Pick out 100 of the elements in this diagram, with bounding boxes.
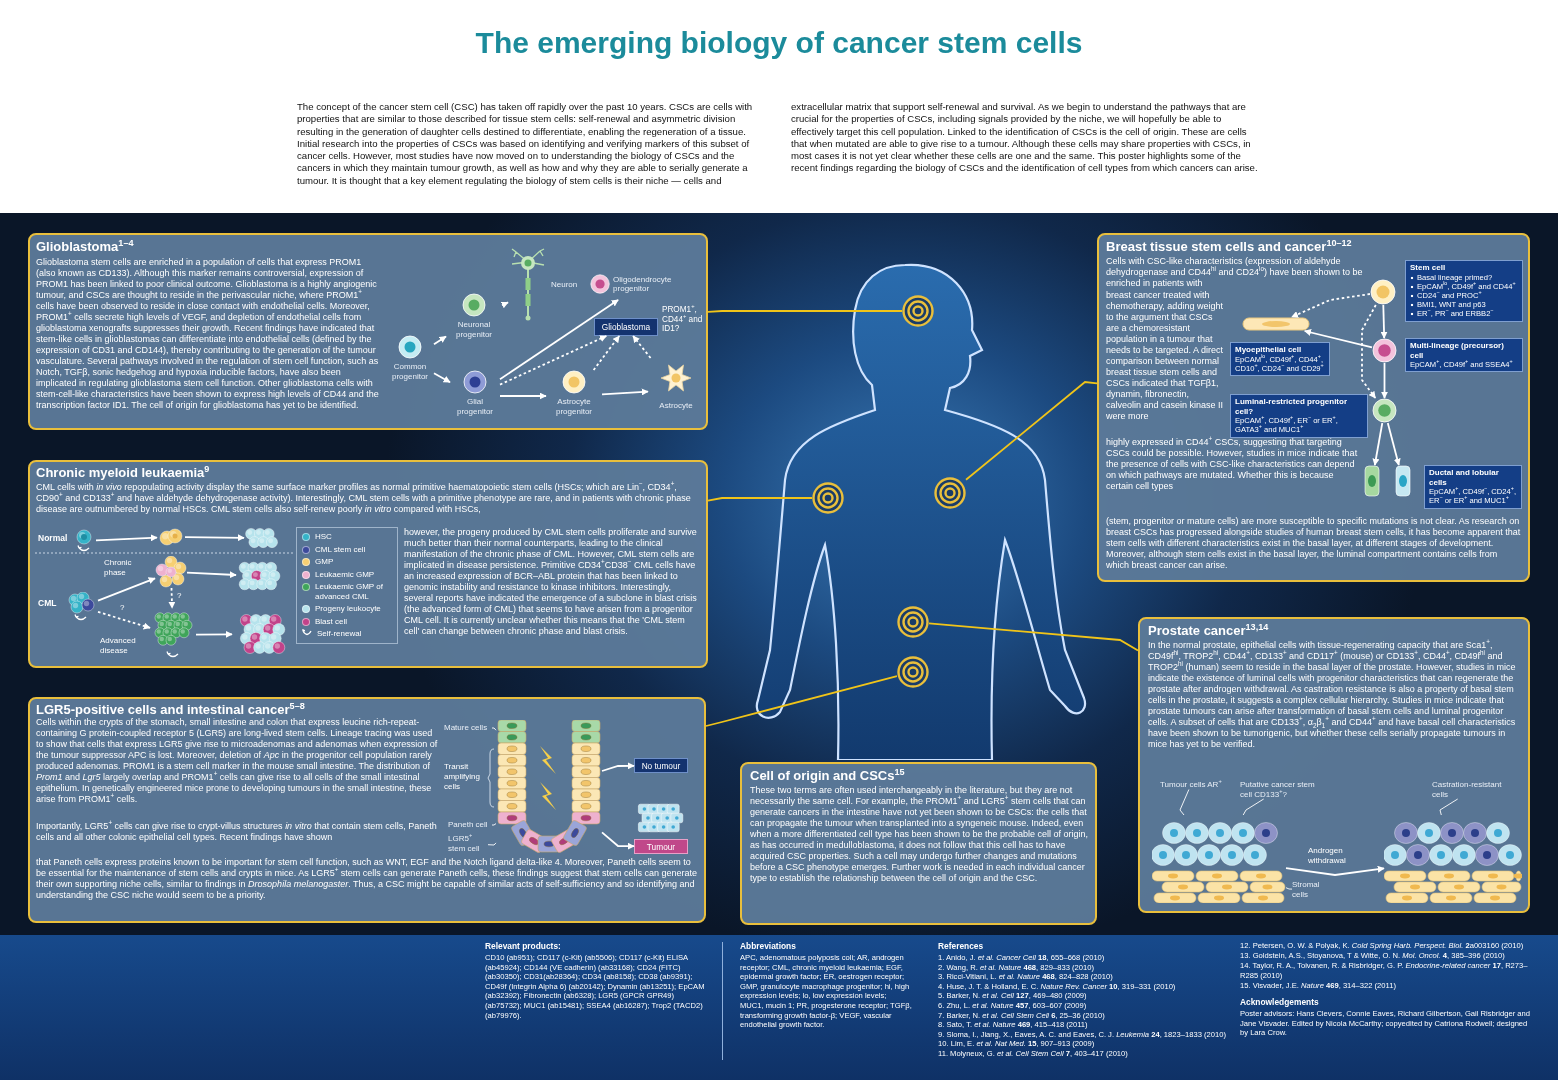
marker-box-title: Myoepithelial cell <box>1235 345 1303 355</box>
arrow <box>1381 362 1388 399</box>
marker-box <box>1405 338 1523 373</box>
marker-box <box>1230 342 1330 376</box>
callout-label: Stromal cells <box>1292 880 1332 899</box>
crypt-drawing <box>496 720 602 855</box>
panel-text: highly expressed in CD44$^{+}$ CSCs, suggesting that targeting CSCs could be possible. However, studies in mice indicate that the presence of cells with CSC-like characteristics can depend on which pathways are mutated. Whether this is because certain cell types <box>1106 437 1358 492</box>
row-label: CML <box>38 598 57 608</box>
panel-text: Glioblastoma stem cells are enriched in a population of cells that express PROM1 (also known as CD133). Although this marker remains controversial, expression of PROM1 has been linked to poor clinical outcome. Glioblastoma is a highly angiogenic tumour, and CSCs are thought to reside in the perivascular niche, where PROM1$^{+}$ cells have been observed to reside in close contact with endothelial cells. Moreover, PROM1$^{+}$ cells secrete high levels of VEGF, and depletion of endothelial cells from glioblastoma xenografts suppresses their growth. Recent findings have indicated that stem-like cells in glioblastomas can differentiate into endothelial cells (defined by the expression of CD31 and CD144), thereby contributing to the generation of the tumour vasculature. Several pathways involved in the regulation of stem cell function, such as Notch, TGFβ, sonic hedgehog and hypoxia inducible factors, have also been implicated in regulating glioblastoma stem cell function. Other glioblastoma cells with stem-cell-like characteristics have been shown to express high levels of CD44 and the transcription factor ID1. The cell of origin for glioblastoma has yet to be identified. <box>36 257 380 411</box>
info-panel <box>1138 617 1530 913</box>
arrow <box>433 335 447 346</box>
leader-line <box>1285 887 1293 890</box>
dashed-arrow <box>1361 304 1377 399</box>
figure-label: Transit amplifying cells <box>444 762 481 792</box>
figure-label: Advanced disease <box>100 636 137 656</box>
dashed-arrow <box>632 335 652 359</box>
progenitor-cells-drawing <box>155 556 187 588</box>
marker-box <box>1405 260 1523 322</box>
cell-label: Astrocyte <box>659 401 693 411</box>
arrow <box>1386 422 1401 466</box>
callout-label: Mature cells <box>444 723 492 733</box>
callout-label: Putative cancer stem cell CD133$^{+}$? <box>1240 780 1318 799</box>
legend-label: Leukaemic GMP <box>315 569 375 579</box>
progenitor-cells-drawing <box>157 527 185 547</box>
cell-label: Neuron <box>551 280 578 290</box>
dashed-arrow <box>592 335 621 371</box>
connector-line <box>707 310 903 313</box>
edge-label: ? <box>120 603 126 613</box>
panel-heading: Cell of origin and CSCs$^{15}$ <box>750 768 905 783</box>
progenitor-cell-drawing <box>1372 398 1397 423</box>
marker-box-title: Multi-lineage (precursor) cell <box>1410 341 1505 360</box>
leader-line <box>1179 789 1190 816</box>
arrow <box>1285 865 1385 876</box>
panel-text: breast cancer treated with chemotherapy, adding weight to the argument that CSCs are a chemoresistant population in a tumour that needs to be targeted. A direct comparison between normal breast tissue stem cells and CSCs indicated that TGFβ1, dynamin, fibronectin, calveolin and casein kinase II were more <box>1106 290 1225 422</box>
arrow <box>195 630 233 638</box>
leader-line <box>491 823 497 826</box>
panel-text: that Paneth cells express proteins known to be important for stem cell function, such as WNT, EGF and the Notch ligand delta-like 4. Moreover, Paneth cells seem to be essential for the maintenance of stem cells and crypts in mice. As LGR5$^{+}$ stem cells can generate Paneth cells, these findings suggest that stem cells can generate their own supporting niche cells, similar to findings in Drosophila melanogaster. Thus, a CSC might be capable of similar acts of self-sufficiency and so identifying and understanding the CSC niche would seem to be a priority. <box>36 857 698 901</box>
result-tag: No tumour <box>634 758 688 773</box>
arrow <box>601 762 635 772</box>
footer-heading: Acknowledgements <box>1240 997 1319 1007</box>
edge-label: Androgen withdrawal <box>1308 846 1347 865</box>
connector-line <box>928 622 1139 652</box>
arrow <box>1372 422 1384 466</box>
panel-text: These two terms are often used interchangeably in the literature, but they are not necessarily the same cell. For example, the PROM1$^{+}$ and LGR5$^{+}$ stem cells that can generate cancers in the intestine have not yet been shown to be CSCs: the cells that can propagate the tumour when transplanted into a syngeneic mouse. Indeed, even when a more differentiated cell type has been shown to be the probable cell of origin, as has occurred in medulloblastoma, it does not follow that this cell has to have acquired CSC properties. Such a cell may undergo further changes and mutations before a CSC phenotype emerges. Further work is needed in each individual cancer type to establish the relationship between the cell of origin and the CSC. <box>750 785 1090 884</box>
cell-label: Oligodendrocyte progenitor <box>613 274 673 294</box>
info-panel <box>28 460 708 668</box>
panel-heading: LGR5-positive cells and intestinal cancer$^{5–8}$ <box>36 702 305 717</box>
footer-heading: Relevant products: <box>485 941 561 951</box>
legend-label: HSC <box>315 532 332 542</box>
panel-text: CML cells with in vivo repopulating activity display the same surface marker profiles as normal primitive haematopoietic stem cells (HSCs; which are Lin$^{−}$, CD34$^{+}$, CD90$^{+}$ and CD133$^{+}$ and have aldehyde dehydrogenase activity). Interestingly, CML stem cells with a primitive phenotype are rare, and in patients with chronic phase disease are outnumbered by normal HSCs. CML stem cells also self-renew poorly in vitro compared with HSCs, <box>36 482 692 515</box>
marker-box <box>1230 394 1368 438</box>
legend-label: Progeny leukocyte <box>315 604 381 614</box>
arrow <box>95 534 158 542</box>
legend-label: CML stem cell <box>315 544 366 554</box>
legend-label: Self-renewal <box>317 629 362 639</box>
dashed-arrow <box>499 335 608 386</box>
leader-line <box>487 842 497 846</box>
leader-line <box>491 727 497 731</box>
arrow <box>186 571 237 579</box>
panel-text: (stem, progenitor or mature cells) are more susceptible to specific mutations is not clear. As research on breast CSCs has progressed alongside studies of human breast stem cells, it has become apparent that stem cells with different characteristics exist in the basal layer, at different stages of development. Moreover, although stem cells exist in the basal layer, the luminal compartment contains cells from which breast cancer can arise. <box>1106 516 1522 571</box>
marker-box <box>1424 465 1522 509</box>
row-label: Normal <box>38 533 68 543</box>
edge-label: ? <box>177 591 183 601</box>
footer-heading: References <box>938 941 984 951</box>
legend-label: GMP <box>315 557 334 567</box>
arrow <box>1303 329 1373 349</box>
arrow <box>499 299 619 381</box>
info-panel <box>1097 233 1530 582</box>
stem-cell-drawing <box>1370 279 1396 305</box>
callout-label: Castration-resistant cells <box>1432 780 1514 799</box>
info-panel <box>28 697 706 923</box>
leader-line <box>1439 798 1459 816</box>
result-tag: Glioblastoma <box>594 318 658 336</box>
connector-line <box>707 497 813 502</box>
lobular-cell-drawing <box>1395 465 1411 497</box>
marker-note: PROM1$^{+}$, CD44$^{+}$ and ID1? <box>662 305 704 334</box>
arrow <box>499 392 547 400</box>
cell-label: Neuronal progenitor <box>455 320 493 339</box>
arrow <box>500 301 509 309</box>
dashed-arrow <box>168 587 176 609</box>
arrow <box>601 831 635 850</box>
panel-text: In the normal prostate, epithelial cells with tissue-regenerating capacity that are Sca1$^{+}$, CD49f$^{hi}$, TROP2$^{hi}$, CD44$^{+}$, CD133$^{+}$ and CD117$^{+}$ (mouse) or CD133$^{+}$, CD44$^{+}$, CD49f$^{hi}$ and TROP2$^{hi}$ (human) seem to reside in the basal layer of the prostate. However, studies in mice indicate the existence of luminal cells with progenitor characteristics that can regenerate the prostate after androgen withdrawal. As castration resistance is also a property of basal stem cells in the prostate, it suggests a complex cellular hierarchy. Studies in mice indicate that prostate tumours can arise after transformation of basal stem cells and luminal progenitor cells. A subset of cells that are CD133$^{+}$, α$_{2}$β$_{1}$$^{+}$ and CD44$^{+}$ and have basal cell characteristics have been shown to be tumorigenic, but whether these cells serially propagate tumours in mice has yet to be verified. <box>1148 640 1517 750</box>
result-tag: Tumour <box>634 839 688 854</box>
legend-label: Leukaemic GMP of advanced CML <box>315 582 384 601</box>
panel-text: however, the progeny produced by CML stem cells proliferate and survive much better than their normal counterparts, leading to the clinical manifestation of the chronic phase of CML. However, CML stem cells are implicated in disease persistence. Primitive CD34$^{+}$CD38$^{−}$ CML cells have an increased expression of BCR–ABL protein that has been linked to genomic instability and resistance to kinase inhibitors. Interestingly, several reports have indicated the emergence of a subclone in blast crisis (the advanced form of CML) that seems to have arisen from a progenitor CML cell. It is currently unclear whether this means that the 'CML stem cell' can change between chronic phase and blast crisis. <box>404 527 698 637</box>
ductal-cell-drawing <box>1364 465 1380 497</box>
cell-label: Glial progenitor <box>456 397 494 416</box>
arrow <box>97 577 156 602</box>
callout-label: LGR5$^{+}$ stem cell <box>448 834 488 853</box>
marker-box-title: Ductal and lobular cells <box>1429 468 1500 487</box>
info-panel <box>740 762 1097 925</box>
dashed-arrow <box>1290 293 1371 318</box>
intro-text: The concept of the cancer stem cell (CSC) has taken off rapidly over the past 10 years. CSCs are cells with properties that are similar to those described for tissue stem cells: self-renewal and asymmetric division resulting in the generation of daughter cells destined to differentiate, enabling the regeneration of a tissue. Initial research into the properties of CSCs was based on identifying and verifying markers of this subset of cancer cells. However, most studies have now moved on to understanding the biology of CSCs and the cancers in which they maintain tumour growth, as well as how and why they are able to serially generate a tumour. It is thought that a key element regulating the biology of stem cells is their niche — cells and extracellular matrix that support self-renewal and survival. As we begin to understand the pathways that are crucial for the properties of CSCs, including signals provided by the niche, we will hopefully be able to effectively target this cell population. Linked to the identification of CSCs is the cell of origin. These are cells that when mutated are able to give rise to a tumour. Although these cells may share properties with CSCs, in most cases it is not yet clear whether these cells are one and the same. This poster highlights some of the recent findings regarding the biology of CSCs and the identification of cell types from which cancers can arise. <box>297 101 1259 188</box>
connector-line <box>965 381 1098 481</box>
precursor-cell-drawing <box>1372 338 1397 363</box>
callout-label: Paneth cell <box>448 820 492 830</box>
panel-heading: Chronic myeloid leukaemia$^{9}$ <box>36 465 210 480</box>
myoepithelial-cell-drawing <box>1242 317 1310 331</box>
marker-box-title: Luminal-restricted progenitor cell? <box>1235 397 1348 416</box>
arrow <box>433 372 451 384</box>
